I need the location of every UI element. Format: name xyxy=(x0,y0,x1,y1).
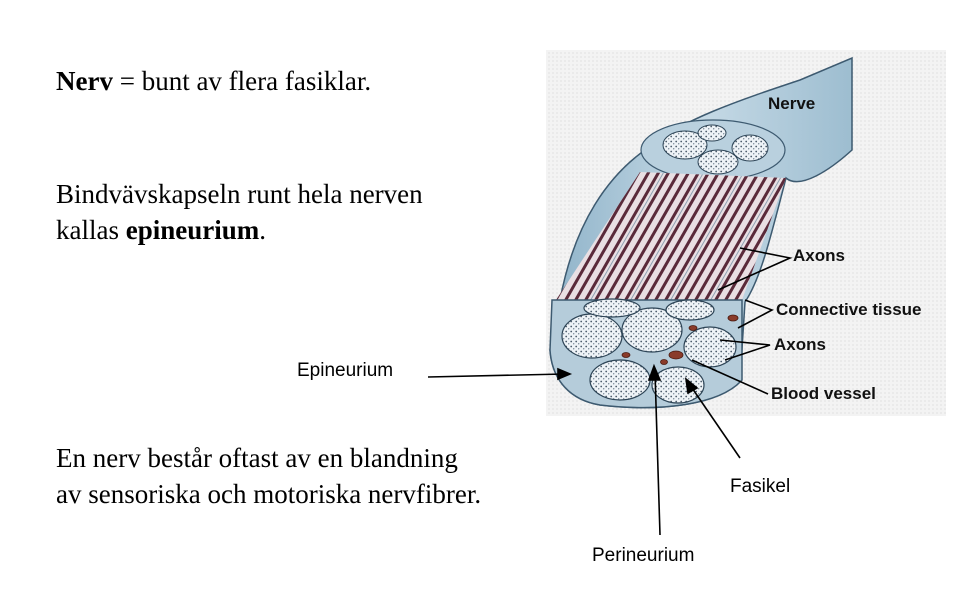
label-axons-top: Axons xyxy=(793,246,845,265)
fascicle xyxy=(589,359,651,401)
fasikel-pointer xyxy=(689,384,741,459)
label-axons-mid: Axons xyxy=(774,335,826,354)
axons-mid-pointer xyxy=(719,339,771,361)
fascicle xyxy=(665,299,715,321)
connective-pointer xyxy=(737,299,774,329)
fascicle xyxy=(583,298,641,318)
mixture-sentence-line2: av sensoriska och motoriska nervfibrer. xyxy=(56,479,482,509)
blood-vessels xyxy=(621,314,739,365)
label-connective-tissue: Connective tissue xyxy=(776,300,922,319)
term-nerv: Nerv xyxy=(56,66,113,96)
fascicle xyxy=(621,307,683,353)
term-epineurium: epineurium xyxy=(125,215,260,245)
nerv-definition: = bunt av flera fasiklar. xyxy=(112,66,372,96)
fascicle xyxy=(651,366,705,404)
title-line: Nerv = bunt av flera fasiklar. xyxy=(56,65,371,97)
epineurium-sentence-line1: Bindvävskapseln runt hela nerven xyxy=(56,179,423,209)
epineurium-sentence-line2: kallas epineurium. xyxy=(56,215,266,245)
label-epineurium: Epineurium xyxy=(297,360,394,381)
label-perineurium: Perineurium xyxy=(592,545,695,566)
label-blood-vessel: Blood vessel xyxy=(771,384,876,403)
epineurium-pointer xyxy=(427,373,566,378)
blood-vessel-pointer xyxy=(691,359,769,395)
fascicle xyxy=(561,313,623,359)
label-fasikel: Fasikel xyxy=(730,476,791,497)
fascicle xyxy=(683,326,737,368)
axons-top-pointer xyxy=(717,247,793,291)
label-nerve: Nerve xyxy=(768,94,816,113)
mixture-sentence-line1: En nerv består oftast av en blandning xyxy=(56,443,458,473)
perineurium-pointer xyxy=(654,371,661,536)
